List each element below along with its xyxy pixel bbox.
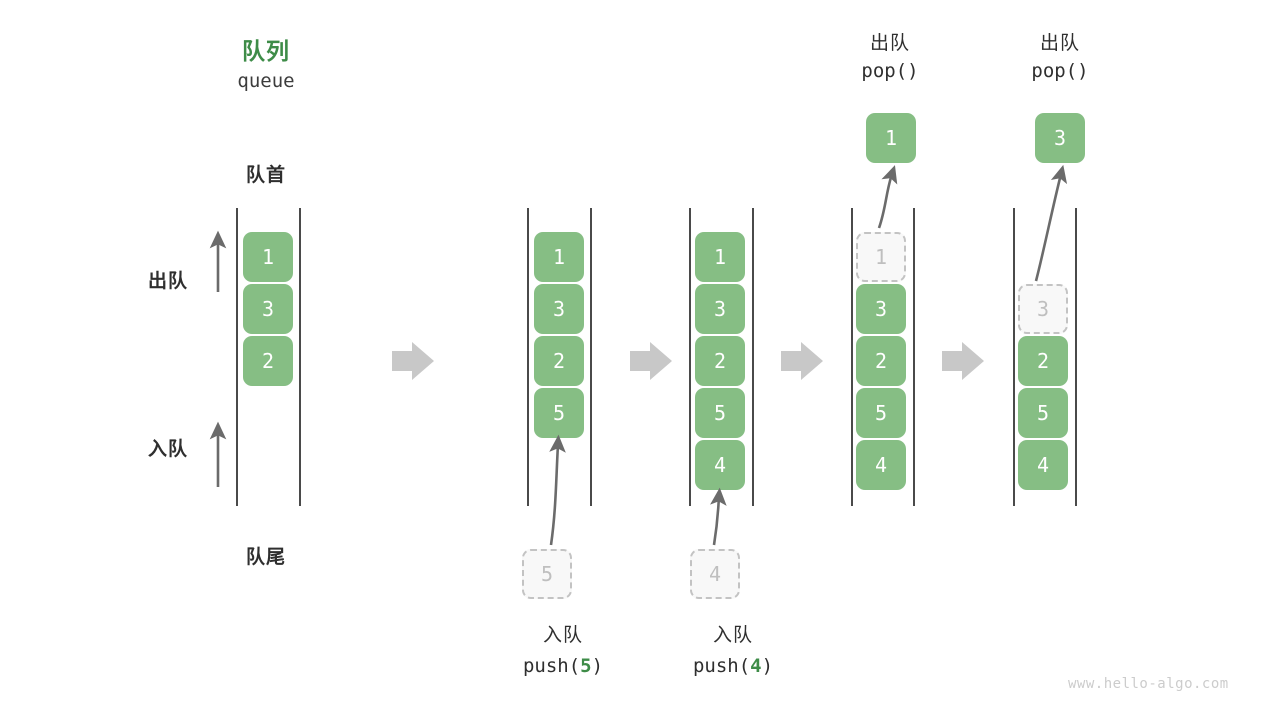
queue-cell: 2 [243,336,293,386]
rail-left-col4 [851,208,853,506]
vacated-ghost-cell: 1 [856,232,906,282]
vacated-ghost-cell: 3 [1018,284,1068,334]
queue-cell: 2 [534,336,584,386]
rail-left-col5 [1013,208,1015,506]
queue-cell: 3 [243,284,293,334]
pop-3-caption-cn: 出队 [1039,32,1080,54]
push-4-caption: 入队 push(4) [633,620,833,682]
rail-right-col5 [1075,208,1077,506]
dequeue-direction-label: 出队 [148,270,189,292]
rail-right-col4 [913,208,915,506]
incoming-ghost-cell: 5 [522,549,572,599]
pop-1-arrow [877,165,898,229]
queue-cell: 2 [1018,336,1068,386]
queue-cell: 1 [534,232,584,282]
rail-left-col1 [236,208,238,506]
pop-3-caption-en: pop() [1031,60,1089,82]
diagram-title-en: queue [237,70,295,92]
queue-cell: 5 [1018,388,1068,438]
push-4-caption-en: push(4) [692,655,774,677]
queue-cell: 1 [695,232,745,282]
pop-1-caption-en: pop() [861,60,919,82]
popped-cell: 3 [1035,113,1085,163]
watermark: www.hello-algo.com [1068,676,1229,692]
push-5-caption-cn: 入队 [542,624,583,646]
queue-cell: 3 [856,284,906,334]
rail-left-col3 [689,208,691,506]
popped-cell: 1 [866,113,916,163]
queue-cell: 2 [695,336,745,386]
queue-cell: 4 [1018,440,1068,490]
queue-cell: 5 [534,388,584,438]
step-arrow-3 [781,342,823,380]
rail-left-col2 [527,208,529,506]
queue-cell: 5 [856,388,906,438]
queue-cell: 4 [856,440,906,490]
queue-cell: 3 [534,284,584,334]
pop-1-caption-cn: 出队 [869,32,910,54]
queue-cell: 3 [695,284,745,334]
push-5-caption: 入队 push(5) [463,620,663,682]
step-arrow-2 [630,342,672,380]
push-5-arrow [549,434,566,546]
queue-rear-label: 队尾 [245,546,286,568]
rail-right-col3 [752,208,754,506]
incoming-ghost-cell: 4 [690,549,740,599]
rail-right-col2 [590,208,592,506]
pop-1-caption: 出队 pop() [810,30,970,86]
push-5-caption-en: push(5) [522,655,604,677]
pop-3-arrow [1034,164,1068,282]
queue-cell: 2 [856,336,906,386]
step-arrow-1 [392,342,434,380]
queue-cell: 5 [695,388,745,438]
queue-cell: 4 [695,440,745,490]
step-arrow-4 [942,342,984,380]
rail-right-col1 [299,208,301,506]
queue-front-label: 队首 [245,164,286,186]
pop-3-caption: 出队 pop() [980,30,1140,86]
queue-cell: 1 [243,232,293,282]
enqueue-direction-label: 入队 [148,438,189,460]
push-4-caption-cn: 入队 [712,624,753,646]
diagram-title-cn: 队列 [242,39,290,65]
push-4-arrow [710,487,727,546]
